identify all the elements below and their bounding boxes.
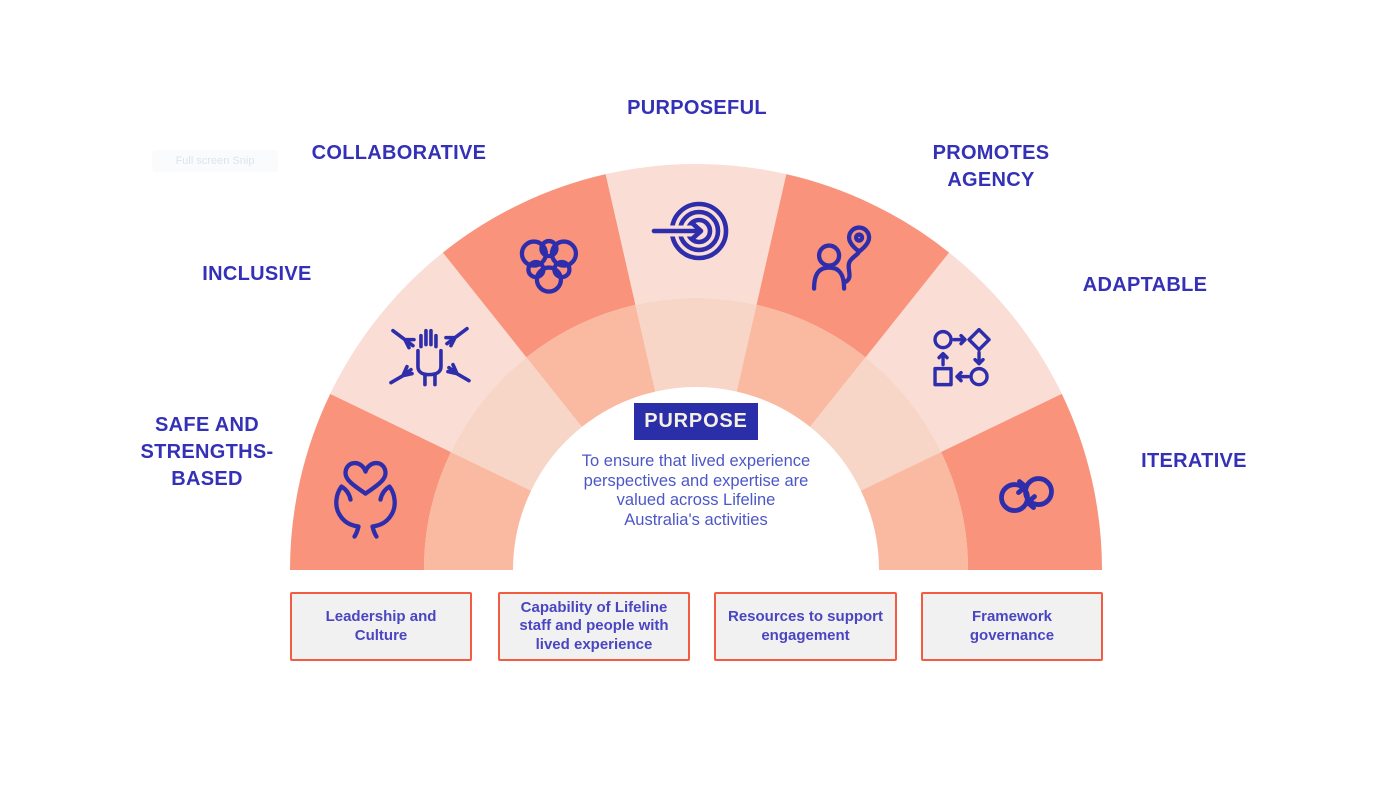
arch-inner-segment-adaptable <box>810 357 942 491</box>
arch-inner-segment-inclusive <box>450 357 582 491</box>
label-purposeful: PURPOSEFUL <box>547 95 847 122</box>
label-line: ADAPTABLE <box>1082 274 1208 296</box>
arch-outer-segment-promotes-agency <box>756 174 950 358</box>
arch-inner-segment-purposeful <box>635 298 757 392</box>
purpose-statement-line: valued across Lifeline <box>616 491 776 509</box>
enabler-box-resources: Resources to support engagement <box>714 592 897 661</box>
label-line: STRENGTHS- <box>140 441 274 463</box>
label-inclusive: INCLUSIVE <box>137 261 377 288</box>
purpose-statement-line: Australia's activities <box>624 510 768 529</box>
enabler-line: lived experience <box>535 635 653 653</box>
arch-outer-segment-safe-and-strengths-based <box>290 393 451 570</box>
label-line: INCLUSIVE <box>202 263 312 285</box>
enabler-line: Framework <box>971 608 1053 625</box>
label-line: ITERATIVE <box>1141 450 1247 472</box>
label-adaptable: ADAPTABLE <box>1025 272 1265 299</box>
label-line: AGENCY <box>947 169 1035 191</box>
label-line: PROMOTES <box>932 142 1050 164</box>
enabler-line: Culture <box>354 626 408 644</box>
label-safe-and-strengths-based: SAFE AND STRENGTHS- BASED <box>87 412 327 493</box>
arch-inner-segment-iterative <box>860 451 968 570</box>
purpose-badge: PURPOSE <box>634 403 758 440</box>
enabler-line: governance <box>969 626 1055 644</box>
purpose-statement-line: To ensure that lived experience <box>581 452 811 470</box>
enabler-line: staff and people with <box>519 617 669 635</box>
enabler-line: Leadership and <box>325 608 437 625</box>
arch-inner-segment-promotes-agency <box>736 304 866 427</box>
label-iterative: ITERATIVE <box>1074 448 1314 475</box>
arch-outer-segment-inclusive <box>330 252 527 452</box>
snip-watermark: Full screen Snip <box>152 150 278 172</box>
purpose-statement: To ensure that lived experience perspect… <box>546 452 846 530</box>
label-line: PURPOSEFUL <box>627 97 767 119</box>
purpose-statement-line: perspectives and expertise are <box>583 471 809 490</box>
arch-inner-segment-collaborative <box>526 304 656 427</box>
enabler-box-framework-governance: Framework governance <box>921 592 1103 661</box>
enabler-line: engagement <box>761 626 850 644</box>
enabler-line: Resources to support <box>727 608 884 625</box>
label-line: BASED <box>171 468 243 490</box>
enabler-box-leadership-and-culture: Leadership and Culture <box>290 592 472 661</box>
enabler-box-capability: Capability of Lifeline staff and people … <box>498 592 690 661</box>
label-promotes-agency: PROMOTES AGENCY <box>861 140 1121 194</box>
arch-outer-segment-adaptable <box>865 252 1062 452</box>
label-collaborative: COLLABORATIVE <box>249 140 549 167</box>
enabler-line: Capability of Lifeline <box>520 598 668 616</box>
label-line: SAFE AND <box>155 414 259 436</box>
arch-inner-segment-safe-and-strengths-based <box>424 451 532 570</box>
label-line: COLLABORATIVE <box>311 142 487 164</box>
